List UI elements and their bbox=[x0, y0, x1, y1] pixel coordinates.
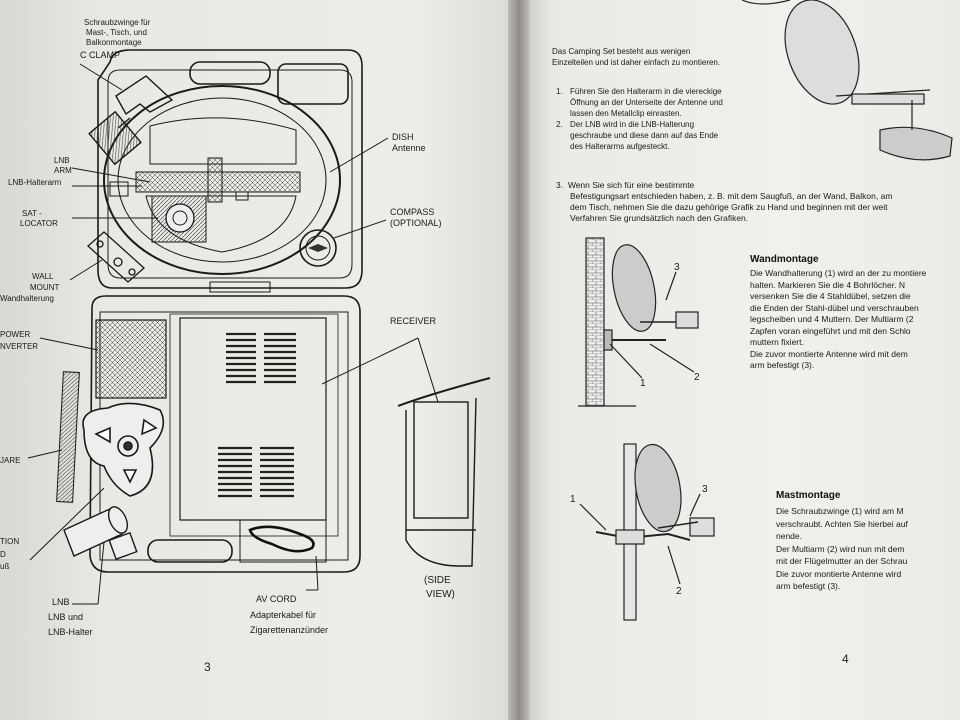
step-item: 1.Führen Sie den Halterarm in die vierec… bbox=[556, 87, 723, 118]
suction-foot bbox=[82, 402, 165, 497]
label-dish: DISH bbox=[392, 132, 414, 142]
case-lid bbox=[97, 49, 363, 289]
label-receiver: RECEIVER bbox=[390, 316, 437, 326]
left-page bbox=[0, 0, 520, 720]
label-compass-optional: (OPTIONAL) bbox=[390, 218, 442, 228]
label-lnb-arm-de: LNB-Halterarm bbox=[8, 178, 62, 187]
label-side-view-2: VIEW) bbox=[426, 589, 455, 600]
wand-callout-3: 3 bbox=[674, 262, 680, 273]
intro-paragraph: Das Camping Set besteht aus wenigen Einz… bbox=[552, 47, 721, 67]
label-power-inverter-2: NVERTER bbox=[0, 342, 39, 351]
label-c-clamp-de-2: Mast-, Tisch, und bbox=[86, 28, 147, 37]
step-3: 3. Wenn Sie sich für eine bestimmte Befe… bbox=[556, 180, 893, 223]
top-assembly-drawing bbox=[741, 0, 953, 161]
wall-mount bbox=[87, 231, 145, 283]
label-lnb: LNB bbox=[52, 597, 70, 607]
receiver-side-view bbox=[397, 377, 491, 567]
label-av-cord-de-2: Zigarettenanzünder bbox=[250, 625, 329, 635]
label-av-cord-de-1: Adapterkabel für bbox=[250, 610, 317, 620]
label-square: JARE bbox=[0, 456, 21, 465]
label-lnb-de-1: LNB und bbox=[48, 612, 84, 622]
book-gutter bbox=[508, 0, 530, 720]
label-side-view-1: (SIDE bbox=[424, 575, 451, 586]
label-lnb-de-2: LNB-Halter bbox=[48, 627, 93, 637]
label-c-clamp-de-1: Schraubzwinge für bbox=[84, 18, 151, 27]
label-c-clamp: C CLAMP bbox=[80, 50, 121, 60]
lnb-part bbox=[63, 506, 138, 561]
mast-body: Die Schraubzwinge (1) wird am M verschra… bbox=[776, 506, 908, 591]
label-station-3: uß bbox=[0, 562, 10, 571]
wand-body: Die Wandhalterung (1) wird an der zu mon… bbox=[750, 268, 927, 370]
label-station-1: TION bbox=[0, 537, 20, 546]
mast-mount-drawing bbox=[579, 443, 715, 621]
label-c-clamp-de-3: Balkonmontage bbox=[86, 38, 142, 47]
wand-callout-1: 1 bbox=[640, 378, 646, 389]
receiver-vents bbox=[218, 332, 296, 498]
label-lnb-arm-2: ARM bbox=[54, 166, 72, 175]
label-power-inverter-1: POWER bbox=[0, 330, 31, 339]
label-wall-mount-2: MOUNT bbox=[30, 283, 60, 292]
assembly-steps: 1.Führen Sie den Halterarm in die vierec… bbox=[556, 86, 726, 152]
label-av-cord: AV CORD bbox=[256, 594, 297, 604]
label-compass: COMPASS bbox=[390, 207, 435, 217]
label-station-2: D bbox=[0, 550, 6, 559]
mast-title: Mastmontage bbox=[776, 490, 841, 501]
label-wall-mount-de: Wandhalterung bbox=[0, 294, 54, 303]
mast-callout-3: 3 bbox=[702, 484, 708, 495]
label-sat-locator-2: LOCATOR bbox=[20, 219, 58, 228]
page-number-left: 3 bbox=[204, 660, 211, 674]
wall-mount-drawing bbox=[578, 237, 699, 407]
label-sat-locator-1: SAT - bbox=[22, 209, 42, 218]
mast-callout-1: 1 bbox=[570, 494, 576, 505]
wand-title: Wandmontage bbox=[750, 254, 819, 265]
label-dish-de: Antenne bbox=[392, 143, 426, 153]
step-item: 2.Der LNB wird in die LNB-Halterung gesc… bbox=[556, 120, 719, 151]
c-clamp bbox=[88, 75, 174, 166]
label-lnb-arm-1: LNB bbox=[54, 156, 70, 165]
mast-callout-2: 2 bbox=[676, 586, 682, 597]
page-number-right: 4 bbox=[842, 652, 849, 666]
wand-callout-2: 2 bbox=[694, 372, 700, 383]
label-wall-mount-1: WALL bbox=[32, 272, 54, 281]
